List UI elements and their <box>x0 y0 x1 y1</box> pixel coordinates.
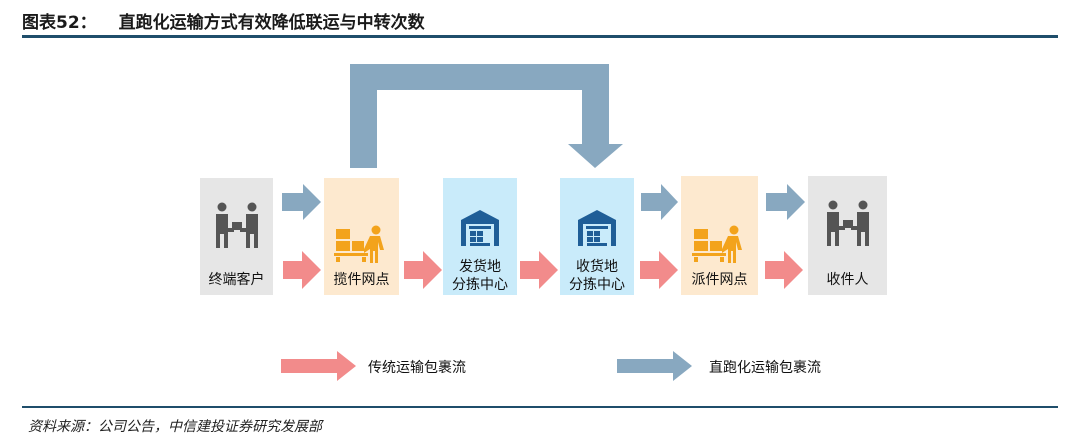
node-customer: 终端客户 <box>200 178 273 295</box>
traditional-arrow-5 <box>765 251 803 289</box>
legend-traditional-label: 传统运输包裹流 <box>368 360 466 376</box>
footer-divider <box>22 406 1058 408</box>
worker-boxes-icon <box>334 225 384 263</box>
node-origin-label-2: 分拣中心 <box>452 277 508 293</box>
traditional-arrow-2 <box>404 251 442 289</box>
legend-traditional-arrow <box>281 351 356 381</box>
direct-arrow-2 <box>641 184 678 220</box>
node-delivery: 派件网点 <box>681 176 758 295</box>
figure-number: 图表52： <box>22 13 97 33</box>
node-destination-label-1: 收货地 <box>576 259 618 275</box>
figure-title: 图表52： 直跑化运输方式有效降低联运与中转次数 <box>22 8 425 33</box>
direct-arrow-3 <box>766 184 805 220</box>
source-note: 资料来源：公司公告，中信建投证券研究发展部 <box>28 419 322 435</box>
node-origin-center: 发货地 分拣中心 <box>443 178 517 295</box>
node-pickup-label: 揽件网点 <box>333 272 390 288</box>
node-origin-label-1: 发货地 <box>459 259 501 275</box>
legend-direct-label: 直跑化运输包裹流 <box>709 360 821 376</box>
node-recipient-label: 收件人 <box>826 272 869 288</box>
node-destination-center: 收货地 分拣中心 <box>560 178 634 295</box>
legend-direct-arrow <box>617 351 692 381</box>
title-divider <box>22 35 1058 38</box>
node-recipient: 收件人 <box>808 176 887 295</box>
warehouse-icon <box>461 210 499 246</box>
direct-loop-arrow <box>350 64 623 168</box>
node-pickup: 揽件网点 <box>324 178 399 295</box>
warehouse-icon <box>578 210 616 246</box>
traditional-arrow-3 <box>520 251 558 289</box>
traditional-arrow-1 <box>283 251 321 289</box>
node-customer-label: 终端客户 <box>208 272 265 288</box>
traditional-arrow-4 <box>640 251 678 289</box>
node-destination-label-2: 分拣中心 <box>569 277 625 293</box>
node-delivery-label: 派件网点 <box>691 272 748 288</box>
worker-boxes-icon <box>692 225 742 263</box>
handshake-icon <box>216 202 258 248</box>
direct-arrow-1 <box>282 184 321 220</box>
handshake-icon <box>827 200 869 246</box>
figure-title-text: 直跑化运输方式有效降低联运与中转次数 <box>118 13 425 33</box>
